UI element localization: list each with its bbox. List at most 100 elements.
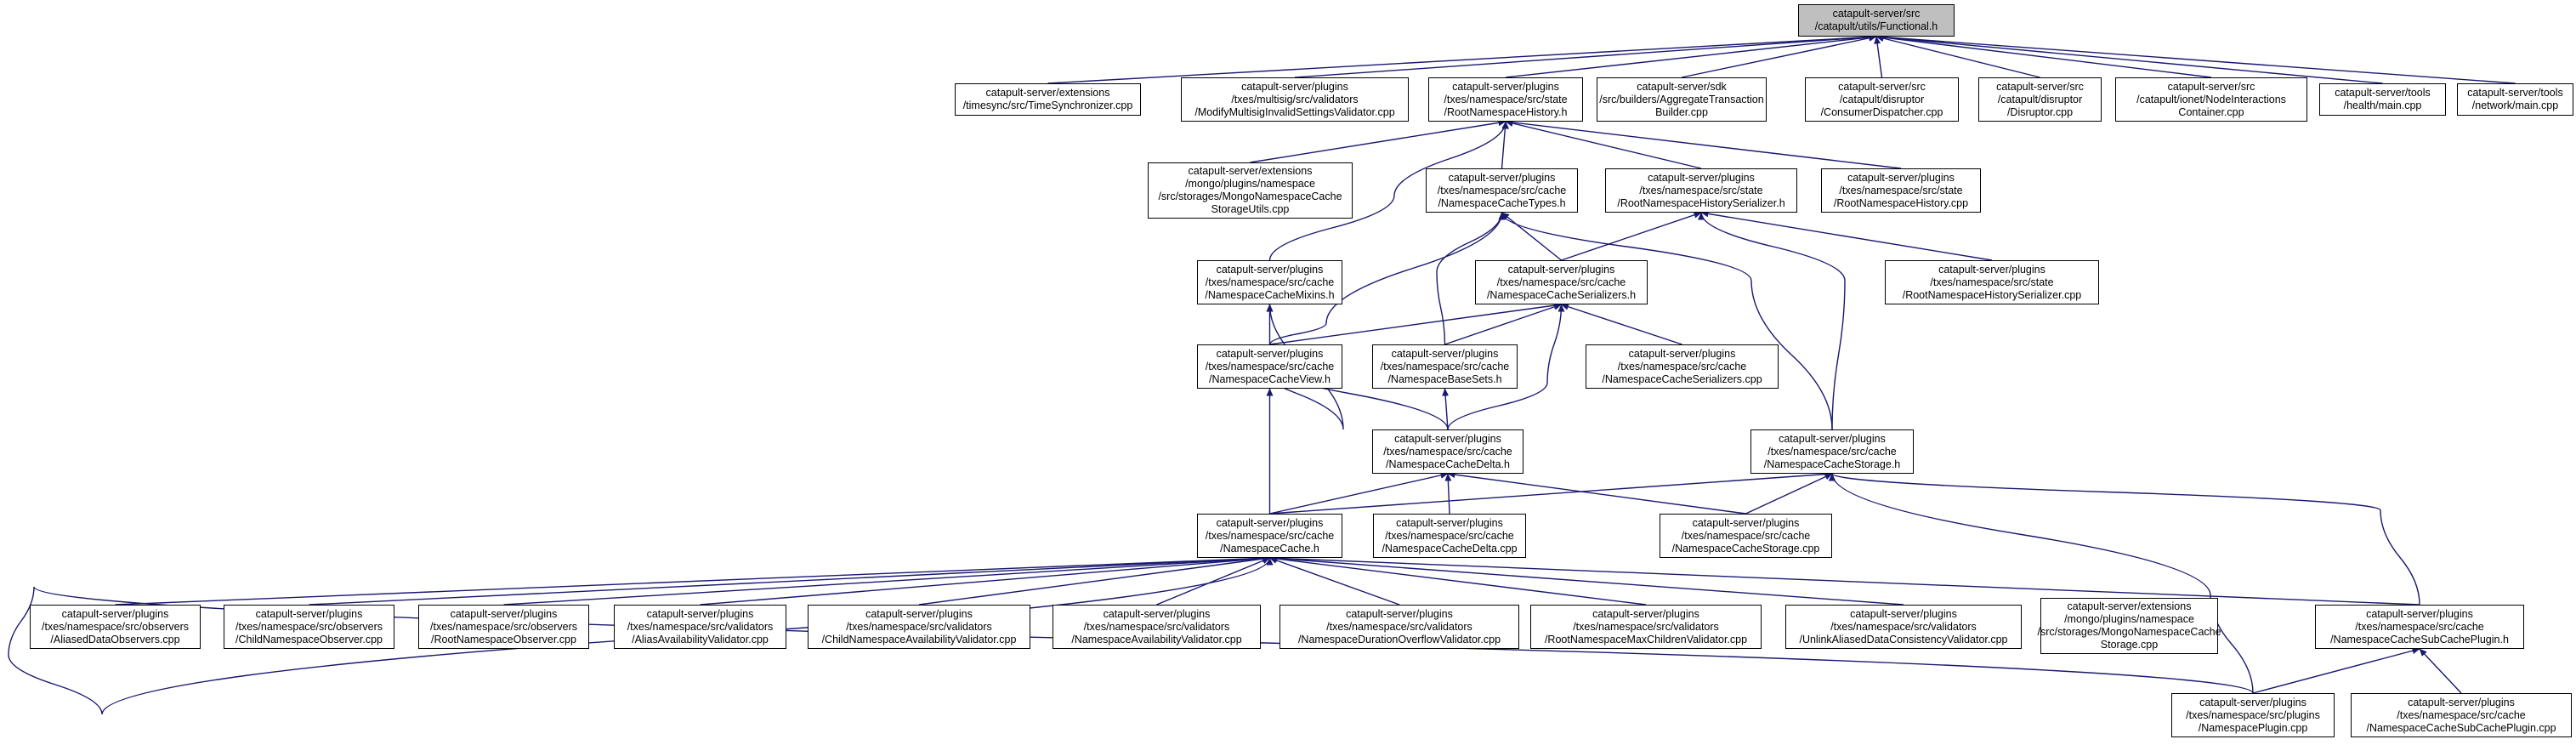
- node-label-line: /NamespaceCacheSubCachePlugin.h: [2330, 633, 2509, 645]
- node-mongo-namespace-cache-storage-utils-cpp[interactable]: catapult-server/extensions/mongo/plugins…: [1148, 162, 1353, 219]
- node-mongo-namespace-cache-storage-cpp[interactable]: catapult-server/extensions/mongo/plugins…: [2037, 598, 2221, 654]
- node-label-line: /RootNamespaceHistorySerializer.cpp: [1902, 288, 2082, 301]
- node-namespace-plugin-cpp[interactable]: catapult-server/plugins/txes/namespace/s…: [2171, 693, 2335, 737]
- node-label-line: /ConsumerDispatcher.cpp: [1820, 105, 1943, 118]
- node-label-line: /NamespaceCacheSerializers.cpp: [1602, 372, 1762, 385]
- edge-disruptor-to-functional: [1875, 35, 2040, 78]
- edge-childObs-to-cacheH: [309, 554, 1270, 606]
- node-namespace-cache-h[interactable]: catapult-server/plugins/txes/namespace/s…: [1197, 514, 1342, 558]
- node-namespace-duration-overflow-validator-cpp[interactable]: catapult-server/plugins/txes/namespace/s…: [1279, 605, 1519, 649]
- node-namespace-cache-serializers-h[interactable]: catapult-server/plugins/txes/namespace/s…: [1475, 260, 1648, 304]
- node-label-line: /txes/namespace/src/cache: [1205, 360, 1335, 372]
- node-root-namespace-history-serializer-h[interactable]: catapult-server/plugins/txes/namespace/s…: [1605, 168, 1797, 213]
- node-label-line: catapult-server/plugins: [1692, 516, 1800, 529]
- node-label-line: catapult-server/plugins: [1938, 263, 2045, 276]
- node-namespace-cache-delta-cpp[interactable]: catapult-server/plugins/txes/namespace/s…: [1373, 514, 1526, 558]
- node-time-synchronizer-cpp[interactable]: catapult-server/extensions/timesync/src/…: [955, 83, 1141, 116]
- node-label-line: /UnlinkAliasedDataConsistencyValidator.c…: [1799, 633, 2008, 645]
- node-namespace-cache-storage-h[interactable]: catapult-server/plugins/txes/namespace/s…: [1750, 429, 1914, 474]
- node-label-line: /txes/namespace/src/cache: [1205, 529, 1335, 542]
- node-aggregate-transaction-builder-cpp[interactable]: catapult-server/sdk/src/builders/Aggrega…: [1597, 77, 1767, 122]
- node-namespace-cache-storage-cpp[interactable]: catapult-server/plugins/txes/namespace/s…: [1660, 514, 1832, 558]
- node-namespace-cache-types-h[interactable]: catapult-server/plugins/txes/namespace/s…: [1426, 168, 1578, 213]
- node-label-line: catapult-server/plugins: [1103, 607, 1211, 620]
- node-label-line: /txes/namespace/src/validators: [1326, 620, 1472, 633]
- edge-cacheSerializersCpp-to-cacheSerializersH: [1561, 303, 1682, 345]
- edge-cacheStorageH-to-rootHistSerH: [1698, 212, 1846, 430]
- node-label-line: catapult-server/extensions: [985, 87, 1110, 99]
- node-label-line: catapult-server/plugins: [1391, 347, 1499, 360]
- node-label-line: catapult-server/plugins: [1507, 263, 1615, 276]
- edge-baseSets-to-cacheSerializersH: [1444, 303, 1562, 345]
- node-network-main-cpp[interactable]: catapult-server/tools/network/main.cpp: [2457, 83, 2573, 116]
- node-namespace-cache-serializers-cpp[interactable]: catapult-server/plugins/txes/namespace/s…: [1586, 344, 1779, 389]
- node-label-line: /RootNamespaceHistory.cpp: [1833, 196, 1969, 209]
- edge-rootHistSerCpp-to-rootHistSerH: [1700, 210, 1993, 261]
- node-label-line: /src/builders/AggregateTransaction: [1599, 93, 1764, 105]
- node-label-line: /catapult/ionet/NodeInteractions: [2136, 93, 2286, 105]
- node-label-line: catapult-server/plugins: [2366, 607, 2473, 620]
- node-label-line: /Disruptor.cpp: [2006, 105, 2074, 118]
- node-label-line: /txes/namespace/src/validators: [846, 620, 992, 633]
- node-disruptor-cpp[interactable]: catapult-server/src/catapult/disruptor/D…: [1978, 77, 2102, 122]
- edge-nsPlugin-to-cacheStorageH: [1829, 473, 2254, 694]
- edge-consumerDisp-to-functional: [1874, 36, 1883, 78]
- node-label-line: /ChildNamespaceAvailabilityValidator.cpp: [821, 633, 1017, 645]
- node-child-namespace-availability-validator-cpp[interactable]: catapult-server/plugins/txes/namespace/s…: [808, 605, 1030, 649]
- node-label-line: /txes/namespace/src/cache: [1380, 360, 1510, 372]
- node-label-line: /txes/namespace/src/cache: [2355, 620, 2484, 633]
- node-label-line: /txes/namespace/src/validators: [627, 620, 774, 633]
- node-modify-multisig-validator-cpp[interactable]: catapult-server/plugins/txes/multisig/sr…: [1181, 77, 1409, 122]
- node-label-line: /RootNamespaceHistory.h: [1444, 105, 1568, 118]
- node-label-line: /NamespaceCacheMixins.h: [1205, 288, 1335, 301]
- node-label-line: /src/storages/MongoNamespaceCache: [1158, 191, 1342, 202]
- node-root-namespace-observer-cpp[interactable]: catapult-server/plugins/txes/namespace/s…: [418, 605, 589, 649]
- node-alias-availability-validator-cpp[interactable]: catapult-server/plugins/txes/namespace/s…: [614, 605, 786, 649]
- node-label-line: /NamespaceCacheDelta.h: [1386, 458, 1510, 470]
- node-label-line: catapult-server/plugins: [1216, 516, 1324, 529]
- node-root-namespace-history-serializer-cpp[interactable]: catapult-server/plugins/txes/namespace/s…: [1885, 260, 2099, 304]
- edge-rootMaxChildren-to-cacheH: [1269, 555, 1647, 606]
- node-label-line: Container.cpp: [2178, 105, 2244, 118]
- node-namespace-cache-sub-cache-plugin-h[interactable]: catapult-server/plugins/txes/namespace/s…: [2315, 605, 2524, 649]
- node-label-line: /txes/namespace/src/cache: [1767, 445, 1897, 458]
- node-label-line: /RootNamespaceObserver.cpp: [431, 633, 576, 645]
- node-unlink-aliased-data-consistency-validator-cpp[interactable]: catapult-server/plugins/txes/namespace/s…: [1785, 605, 2022, 649]
- edge-cacheView-to-cacheTypes: [1268, 212, 1506, 345]
- node-label-line: /txes/namespace/src/cache: [1496, 276, 1626, 288]
- node-functional-h[interactable]: catapult-server/src/catapult/utils/Funct…: [1798, 4, 1955, 37]
- node-namespace-cache-delta-h[interactable]: catapult-server/plugins/txes/namespace/s…: [1372, 429, 1523, 474]
- node-label-line: /AliasAvailabilityValidator.cpp: [632, 633, 769, 645]
- node-aliased-data-observers-cpp[interactable]: catapult-server/plugins/txes/namespace/s…: [30, 605, 201, 649]
- node-root-namespace-history-h[interactable]: catapult-server/plugins/txes/namespace/s…: [1428, 77, 1583, 122]
- edge-cacheDeltaH-to-baseSets: [1442, 388, 1450, 430]
- node-label-line: /txes/namespace/src/observers: [430, 620, 577, 633]
- node-node-interactions-container-cpp[interactable]: catapult-server/src/catapult/ionet/NodeI…: [2115, 77, 2307, 122]
- node-health-main-cpp[interactable]: catapult-server/tools/health/main.cpp: [2319, 83, 2446, 116]
- node-label-line: /ModifyMultisigInvalidSettingsValidator.…: [1194, 105, 1395, 118]
- node-namespace-base-sets-h[interactable]: catapult-server/plugins/txes/namespace/s…: [1372, 344, 1518, 389]
- node-label-line: /NamespaceBaseSets.h: [1387, 372, 1502, 385]
- node-namespace-cache-view-h[interactable]: catapult-server/plugins/txes/namespace/s…: [1197, 344, 1342, 389]
- node-child-namespace-observer-cpp[interactable]: catapult-server/plugins/txes/namespace/s…: [224, 605, 394, 649]
- node-root-namespace-max-children-validator-cpp[interactable]: catapult-server/plugins/txes/namespace/s…: [1530, 605, 1762, 649]
- node-consumer-dispatcher-cpp[interactable]: catapult-server/src/catapult/disruptor/C…: [1805, 77, 1959, 122]
- node-label-line: catapult-server/plugins: [1216, 263, 1324, 276]
- node-label-line: catapult-server/extensions: [2067, 600, 2192, 612]
- node-label-line: /NamespaceCacheStorage.cpp: [1671, 542, 1820, 554]
- edge-durOverflow-to-cacheH: [1269, 557, 1400, 606]
- node-label-line: catapult-server/plugins: [450, 607, 558, 620]
- node-root-namespace-history-cpp[interactable]: catapult-server/plugins/txes/namespace/s…: [1821, 168, 1981, 213]
- node-label-line: /txes/multisig/src/validators: [1231, 93, 1359, 105]
- node-label-line: catapult-server/plugins: [1628, 347, 1736, 360]
- node-namespace-cache-mixins-h[interactable]: catapult-server/plugins/txes/namespace/s…: [1197, 260, 1342, 304]
- node-label-line: /AliasedDataObservers.cpp: [50, 633, 180, 645]
- edge-subCachePluginCpp-to-subCachePluginH: [2419, 648, 2462, 694]
- edge-cacheTypes-to-rootHistoryH: [1501, 121, 1509, 169]
- edge-cacheDeltaCpp-to-cacheDeltaH: [1444, 473, 1452, 515]
- node-namespace-availability-validator-cpp[interactable]: catapult-server/plugins/txes/namespace/s…: [1053, 605, 1261, 649]
- node-label-line: /NamespaceCache.h: [1220, 542, 1319, 554]
- node-label-line: /txes/namespace/src/cache: [1385, 529, 1514, 542]
- edge-aliasedObs-to-cacheH: [115, 554, 1270, 606]
- node-namespace-cache-sub-cache-plugin-cpp[interactable]: catapult-server/plugins/txes/namespace/s…: [2351, 693, 2572, 737]
